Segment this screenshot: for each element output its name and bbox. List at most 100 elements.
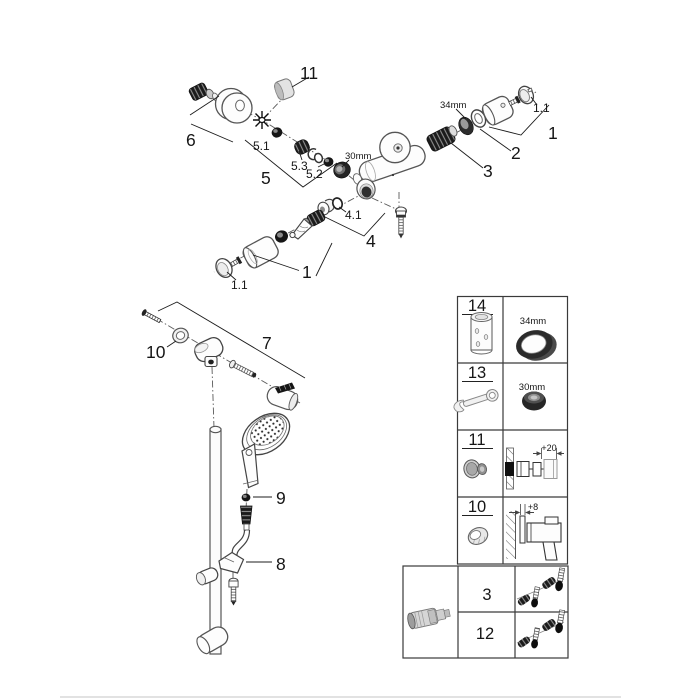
screw-set-row-3-icon xyxy=(516,567,566,608)
leader-5-3 xyxy=(298,150,303,161)
label-part-1-1-bottom: 1.1 xyxy=(231,278,248,292)
shower-hose-drawing xyxy=(231,529,251,558)
part5-seals-drawing xyxy=(271,127,334,167)
accessory-block: 3 12 xyxy=(402,565,569,659)
label-part-2: 2 xyxy=(511,143,521,163)
label-part-4: 4 xyxy=(366,231,376,251)
bracket-1-top xyxy=(488,104,550,136)
star-washer-drawing xyxy=(253,111,271,129)
label-part-4-1: 4.1 xyxy=(345,208,362,222)
body-screw-drawing xyxy=(394,206,408,239)
table-row-14: 14 34mm xyxy=(462,297,557,361)
row10-number: 10 xyxy=(468,498,486,516)
label-part-1-top: 1 xyxy=(548,123,558,143)
nut-30mm-icon xyxy=(522,391,546,411)
row14-size-label: 34mm xyxy=(520,316,546,327)
part1-bottom-drawing xyxy=(242,236,279,269)
leader-3 xyxy=(450,142,484,169)
part1-1-top-screw-drawing xyxy=(508,95,521,106)
wrench-icon xyxy=(453,389,499,413)
label-part-9: 9 xyxy=(276,488,286,508)
leader-1-1-bottom xyxy=(226,271,237,281)
label-part-8: 8 xyxy=(276,554,286,574)
ring-nut-34mm-icon xyxy=(516,330,557,361)
nut-30mm-drawing xyxy=(333,161,351,179)
row11-number: 11 xyxy=(468,431,485,449)
shower-rail-drawing xyxy=(209,425,222,655)
label-size-34mm: 34mm xyxy=(440,100,466,111)
label-part-5: 5 xyxy=(261,168,271,188)
leader-34mm xyxy=(455,108,467,120)
bracket-4 xyxy=(322,212,386,237)
accessory-row-12-number: 12 xyxy=(476,625,494,643)
part1-top-drawing xyxy=(481,95,514,126)
row13-number: 13 xyxy=(468,364,486,382)
hose-connector-drawing xyxy=(240,505,253,531)
table-row-13: 13 30mm xyxy=(453,364,546,413)
table-row-11: 11 +20 xyxy=(462,431,564,490)
part10-washer-drawing xyxy=(172,327,189,344)
ring-bottom-drawing xyxy=(275,230,288,243)
row10-dimension-label: +8 xyxy=(528,502,538,512)
service-sleeve-tool-icon xyxy=(470,312,493,355)
accessory-row-3-number: 3 xyxy=(482,586,491,604)
part8-screw-drawing xyxy=(228,577,239,606)
leader-4-1 xyxy=(338,206,347,213)
oring-4-1-drawing xyxy=(331,197,344,210)
part1-1-top-cap-drawing xyxy=(517,85,535,105)
ring-34mm-bore xyxy=(460,118,469,130)
label-size-30mm: 30mm xyxy=(345,151,371,162)
extension-nipple-icon xyxy=(463,459,488,479)
label-part-10: 10 xyxy=(146,342,166,362)
label-part-7: 7 xyxy=(262,333,272,353)
label-part-1-bottom: 1 xyxy=(302,262,312,282)
bracket-6 xyxy=(189,95,234,143)
leader-10 xyxy=(166,340,177,348)
spacer-ring-icon xyxy=(467,527,489,545)
row13-size-label: 30mm xyxy=(519,382,545,393)
part9-oring-drawing xyxy=(241,493,251,502)
hand-shower-drawing xyxy=(241,412,291,489)
axis-bracket-to-rail xyxy=(211,366,215,429)
label-part-3: 3 xyxy=(483,161,493,181)
part3-cartridge-drawing xyxy=(426,125,458,152)
shower-rail-exploded-diagram: 10 7 9 8 xyxy=(141,301,306,655)
glide-bracket-drawing xyxy=(194,337,224,368)
label-part-6: 6 xyxy=(186,130,196,150)
bracket-5 xyxy=(244,139,338,188)
axis-body-screw xyxy=(371,192,400,210)
mixer-body-drawing xyxy=(352,131,426,200)
label-part-5-1: 5.1 xyxy=(253,139,270,153)
spacer-mounting-diagram: +8 xyxy=(506,502,562,561)
accessory-grid-lines xyxy=(457,566,568,658)
leader-2 xyxy=(479,128,512,152)
part6-connector-drawing xyxy=(188,82,253,124)
part8-holder-drawing xyxy=(218,551,245,574)
aerator-cone-drawing xyxy=(289,218,313,240)
part2-ring-drawing xyxy=(470,109,487,128)
table-row-10: 10 +8 xyxy=(462,498,562,561)
mixer-exploded-diagram: 11 6 5.1 5.3 5.2 5 30mm 34mm 1.1 1 2 3 4… xyxy=(186,63,558,292)
bracket-7 xyxy=(157,301,306,379)
leader-1-1-top xyxy=(530,96,538,106)
screw-set-row-12-icon xyxy=(516,609,566,649)
wall-holder-drawing xyxy=(266,382,299,411)
extension-mounting-diagram: +20 xyxy=(505,443,564,490)
table-grid-lines xyxy=(457,296,568,564)
rail-knob-drawing xyxy=(195,567,219,586)
leader-11 xyxy=(291,76,310,88)
leader-30mm xyxy=(341,159,350,168)
quick-coupling-icon xyxy=(407,607,451,630)
label-part-5-3: 5.3 xyxy=(291,159,308,173)
part10-screw-drawing xyxy=(141,309,162,324)
label-part-1-1-top: 1.1 xyxy=(533,101,550,115)
rail-foot-drawing xyxy=(196,626,229,655)
parts-table: 14 34mm 13 30mm xyxy=(402,295,569,659)
bracket-1-bottom xyxy=(252,242,333,277)
part11-cap-drawing xyxy=(273,78,295,101)
row14-number: 14 xyxy=(468,297,486,315)
part7-screw-drawing xyxy=(229,359,257,378)
part1-1-bottom-screw-drawing xyxy=(228,256,243,268)
